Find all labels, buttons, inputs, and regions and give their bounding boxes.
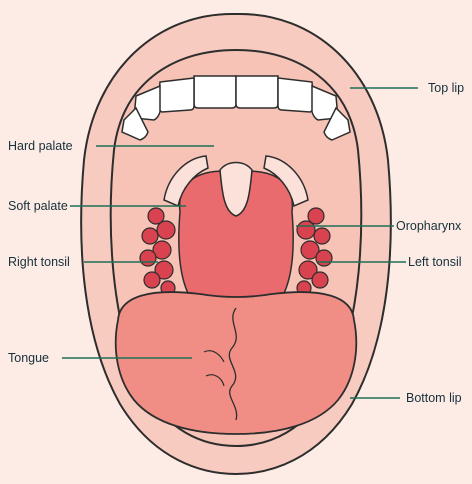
label-soft-palate: Soft palate bbox=[8, 199, 68, 213]
label-top-lip: Top lip bbox=[428, 81, 464, 95]
label-hard-palate: Hard palate bbox=[8, 139, 73, 153]
label-tongue: Tongue bbox=[8, 351, 49, 365]
label-oropharynx: Oropharynx bbox=[396, 219, 461, 233]
label-left-tonsil: Left tonsil bbox=[408, 255, 462, 269]
label-right-tonsil: Right tonsil bbox=[8, 255, 70, 269]
label-bottom-lip: Bottom lip bbox=[406, 391, 462, 405]
